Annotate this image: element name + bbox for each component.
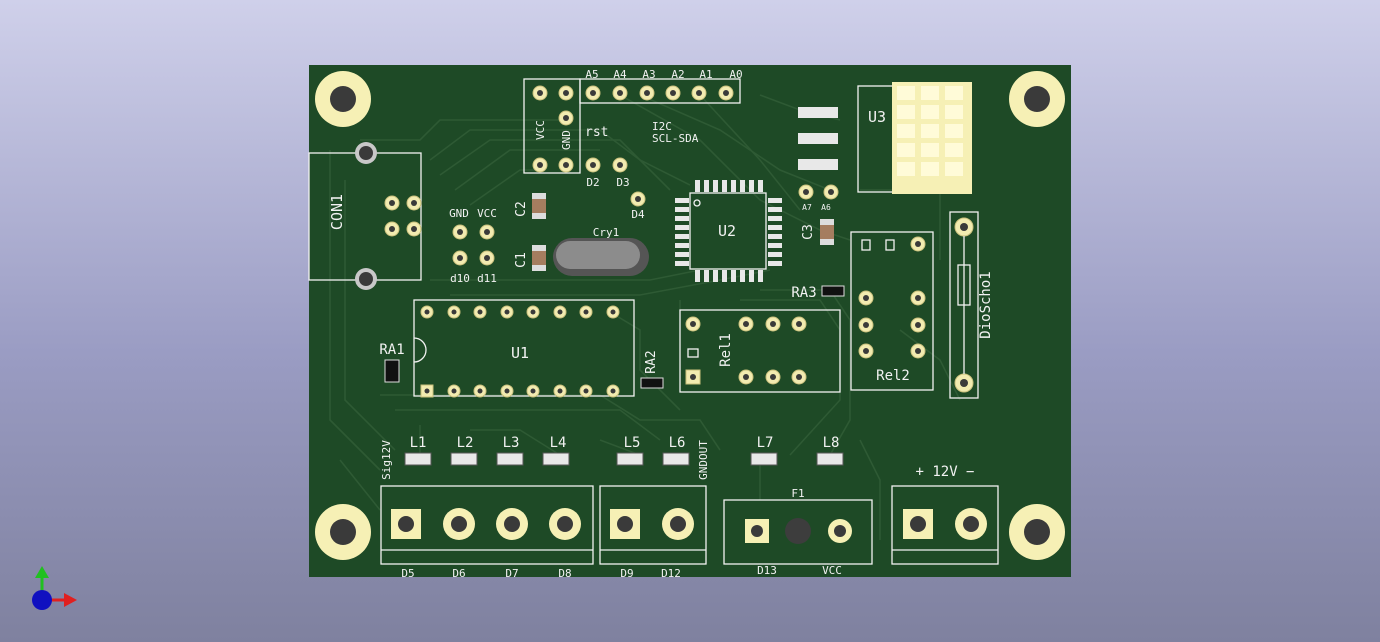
cry1-label: Cry1 [593,226,620,239]
pin-label-a5: A5 [585,68,598,81]
a7-label: A7 [802,203,812,212]
pin-label-a2: A2 [671,68,684,81]
ra1-label: RA1 [379,342,404,358]
d5-label: D5 [401,567,414,580]
d9-label: D9 [620,567,633,580]
pin-label-a3: A3 [642,68,655,81]
relay-rel2: Rel2 [850,231,934,391]
leds: L1 L2 L3 L4 L5 L6 L7 L8 Sig12V GNDOUT [380,435,844,480]
c1-label: C1 [514,252,529,268]
resistor-array-ra1: RA1 [379,342,405,383]
con1-connector: CON1 [308,142,422,290]
u3-label: U3 [868,108,886,126]
rst-label: rst [585,125,608,140]
d8-label: D8 [558,567,571,580]
fuse-f1: F1 D13 VCC [723,487,873,577]
terminal-block-1: D5 D6 D7 D8 [380,485,594,580]
dioscho1-label: DioScho1 [978,271,994,338]
rel1-label: Rel1 [718,333,734,367]
c3-label: C3 [801,224,816,240]
capacitor-c3: C3 [801,219,834,245]
con1-label: CON1 [328,194,346,230]
rel2-label: Rel2 [876,368,910,384]
crystal-cry1: Cry1 [553,226,649,276]
vcc-fuse-label: VCC [822,564,842,577]
capacitors-c1-c2: C2 C1 [514,193,546,271]
pcb-board: CON1 A5 A4 A3 A2 A1 A0 VCC [308,65,1071,580]
d13-label: D13 [757,564,777,577]
diode-dioscho1: DioScho1 [949,211,994,399]
led-l8-label: L8 [823,435,840,451]
led-l3-label: L3 [503,435,520,451]
led-l2-label: L2 [457,435,474,451]
led-l5-label: L5 [624,435,641,451]
d11-label: d11 [477,272,497,285]
top-header: A5 A4 A3 A2 A1 A0 VCC GND rst I2C SCL-SD… [523,68,743,221]
i2c-pins-label: SCL-SDA [652,132,699,145]
u1-dip: U1 [413,299,635,398]
mounting-holes [315,71,1065,560]
u2-label: U2 [718,222,736,240]
axes-orientation-icon[interactable] [32,566,77,610]
aux-header: GND VCC d10 d11 [449,207,497,285]
sig12v-label: Sig12V [380,440,393,480]
u2-mcu: U2 [675,180,782,282]
a6-label: A6 [821,203,831,212]
resistor-array-ra3: RA3 [791,285,845,301]
led-l4-label: L4 [550,435,567,451]
i2c-label: I2C [652,120,672,133]
c2-label: C2 [514,201,529,217]
pin-label-a0: A0 [729,68,742,81]
led-l1-label: L1 [410,435,427,451]
d10-label: d10 [450,272,470,285]
led-l6-label: L6 [669,435,686,451]
vcc2-label: VCC [477,207,497,220]
relay-rel1: Rel1 [679,309,841,393]
gnd2-label: GND [449,207,469,220]
ra3-label: RA3 [791,285,816,301]
u3-module: U3 [798,82,972,194]
gnd-label: GND [560,130,573,150]
pin-label-a4: A4 [613,68,627,81]
pin-label-a1: A1 [699,68,712,81]
a7-a6-pads: A7 A6 [798,184,839,212]
d6-label: D6 [452,567,465,580]
gndout-label: GNDOUT [697,440,710,480]
resistor-array-ra2: RA2 [640,350,664,389]
d4-label: D4 [631,208,645,221]
d3-label: D3 [616,176,629,189]
terminal-block-2: D9 D12 [599,485,707,580]
power-terminal: + 12V − [891,464,999,565]
d12-label: D12 [661,567,681,580]
d7-label: D7 [505,567,518,580]
led-l7-label: L7 [757,435,774,451]
d2-label: D2 [586,176,599,189]
vcc-label: VCC [534,120,547,140]
power-label: + 12V − [915,464,974,480]
u1-label: U1 [511,344,529,362]
f1-label: F1 [791,487,804,500]
ra2-label: RA2 [644,350,659,373]
